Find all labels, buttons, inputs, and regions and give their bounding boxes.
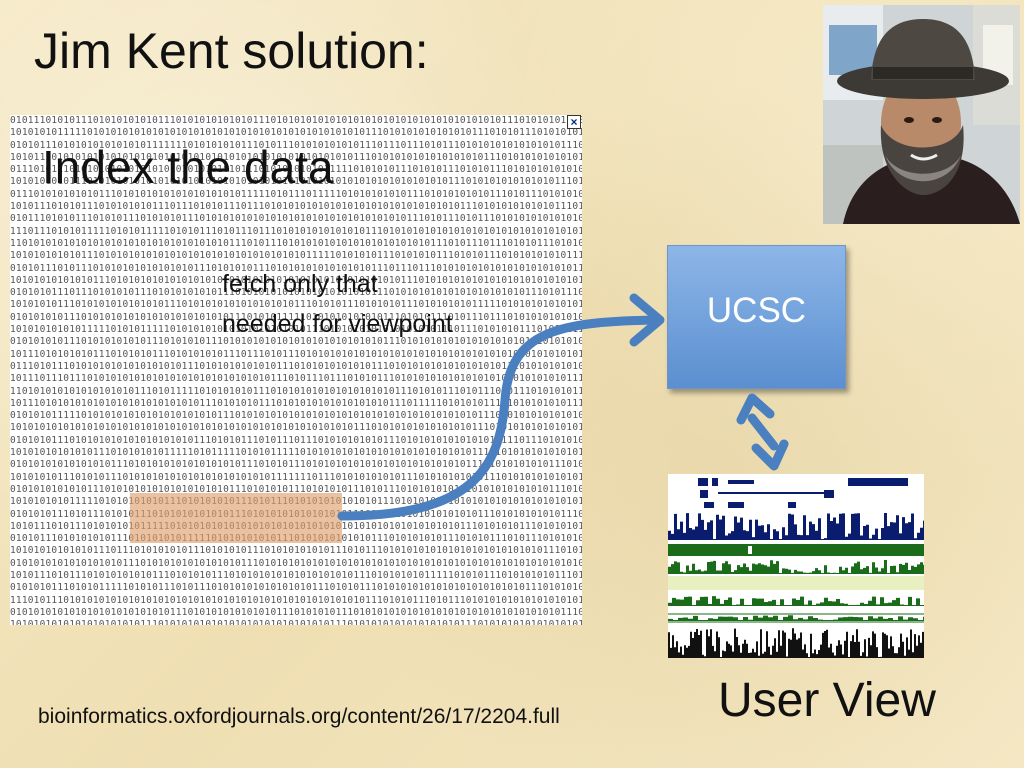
- close-icon[interactable]: ×: [567, 115, 581, 129]
- fetch-annotation-line-2: needed for viewpoint: [222, 310, 453, 338]
- index-the-data-label: Index the data: [42, 141, 334, 193]
- black-track: [668, 628, 924, 658]
- user-view-label: User View: [718, 674, 936, 727]
- portrait-photo: [823, 5, 1020, 224]
- citation-url[interactable]: bioinformatics.oxfordjournals.org/conten…: [38, 705, 560, 728]
- conservation-track: [668, 513, 924, 540]
- binary-data-panel: 0101110101011101010101010111010101010101…: [10, 115, 582, 625]
- viewpoint-highlight: [130, 493, 342, 543]
- fetch-annotation-line-1: fetch only that: [222, 270, 378, 298]
- curved-arrow-head: [629, 293, 665, 347]
- curved-arrow-icon: [337, 315, 660, 521]
- double-arrow-icon: [736, 393, 789, 471]
- green-track-2: [668, 596, 924, 606]
- fetch-annotation: fetch only that needed for viewpoint: [222, 264, 453, 344]
- ucsc-label: UCSC: [706, 291, 807, 330]
- ucsc-server-box: UCSC: [667, 245, 846, 389]
- portrait-illustration: [823, 5, 1020, 224]
- genome-tracks-illustration: [668, 474, 924, 658]
- genome-browser-thumbnail: [668, 474, 924, 658]
- green-track-1: [668, 560, 924, 574]
- slide-title: Jim Kent solution:: [34, 23, 429, 79]
- green-track-3: [668, 615, 924, 621]
